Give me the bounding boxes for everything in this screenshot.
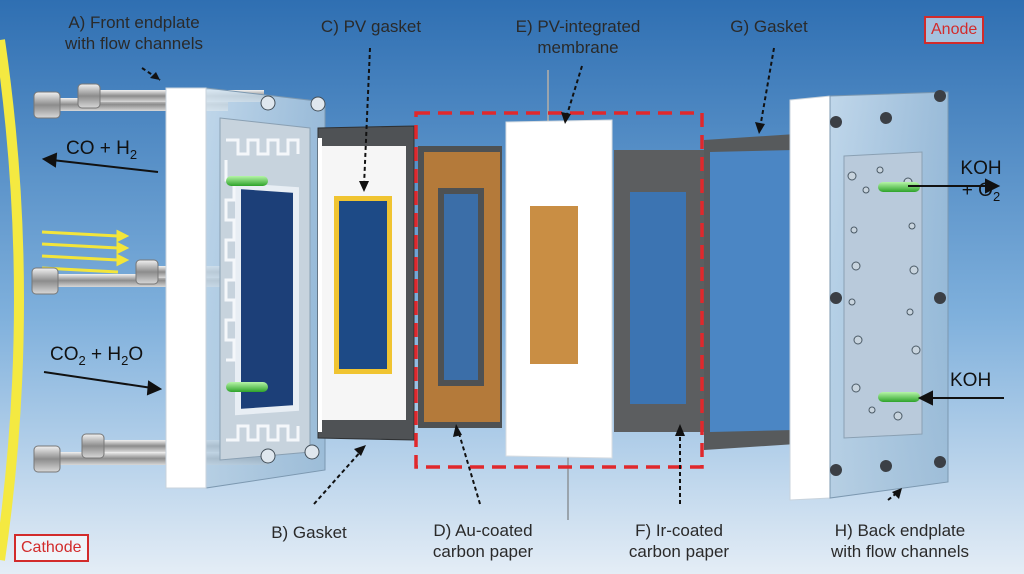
- label-front-endplate-line2: with flow channels: [65, 34, 203, 53]
- flow-arrows: [41, 152, 1004, 406]
- sun-glow: [0, 39, 40, 561]
- dashed-highlight-box: [414, 111, 704, 469]
- label-pv-membrane-line1: E) PV-integrated: [515, 17, 641, 36]
- label-pv-membrane-line2: membrane: [537, 38, 619, 57]
- flow-label-koh-o2: KOH + O2: [952, 158, 1010, 208]
- label-au-coated-carbon-paper: D) Au-coated carbon paper: [408, 520, 558, 562]
- h2o-text: + H: [85, 344, 122, 365]
- label-au-paper-line1: D) Au-coated: [433, 521, 533, 540]
- front-endplate: [165, 87, 326, 489]
- koh-o2-line2-main: + O: [961, 180, 993, 201]
- flow-label-co-h2: CO + H2: [66, 138, 137, 166]
- label-back-endplate-line1: H) Back endplate: [834, 521, 966, 540]
- h2o-sub: 2: [121, 352, 129, 368]
- flow-label-co2-h2o: CO2 + H2O: [50, 344, 143, 372]
- pv-integrated-membrane: [505, 70, 613, 520]
- koh-o2-line2-sub: 2: [992, 188, 1001, 204]
- co-h2-main: CO + H: [66, 138, 130, 159]
- back-endplate: [789, 90, 949, 501]
- label-gasket-b: B) Gasket: [271, 523, 347, 542]
- label-gasket-g: G) Gasket: [730, 17, 808, 36]
- anode-label: Anode: [924, 16, 985, 44]
- label-back-endplate-line2: with flow channels: [831, 542, 969, 561]
- label-ir-coated-carbon-paper: F) Ir-coated carbon paper: [604, 520, 754, 562]
- cathode-label: Cathode: [14, 534, 89, 562]
- co2-sub: 2: [78, 352, 86, 368]
- flow-label-koh-in: KOH: [950, 370, 992, 391]
- koh-o2-line1: KOH: [960, 158, 1002, 179]
- gasket-g: [704, 134, 796, 450]
- pv-gasket: [334, 196, 392, 374]
- label-front-endplate-line1: A) Front endplate: [68, 13, 200, 32]
- label-au-paper-line2: carbon paper: [432, 542, 534, 561]
- label-ir-paper-line1: F) Ir-coated: [635, 521, 723, 540]
- co2-text: CO: [50, 344, 79, 365]
- label-pv-gasket: C) PV gasket: [320, 17, 422, 36]
- label-back-endplate: H) Back endplate with flow channels: [800, 520, 1000, 562]
- h2o-o: O: [128, 344, 144, 365]
- au-coated-carbon-paper: [418, 146, 502, 428]
- label-pv-integrated-membrane: E) PV-integrated membrane: [488, 16, 668, 58]
- leader-arrowheads: [150, 72, 902, 499]
- ir-coated-carbon-paper: [614, 150, 704, 432]
- label-front-endplate: A) Front endplate with flow channels: [14, 12, 254, 54]
- co-h2-sub: 2: [129, 146, 138, 162]
- koh-o2-line2: + O2: [952, 180, 1010, 208]
- label-ir-paper-line2: carbon paper: [628, 542, 730, 561]
